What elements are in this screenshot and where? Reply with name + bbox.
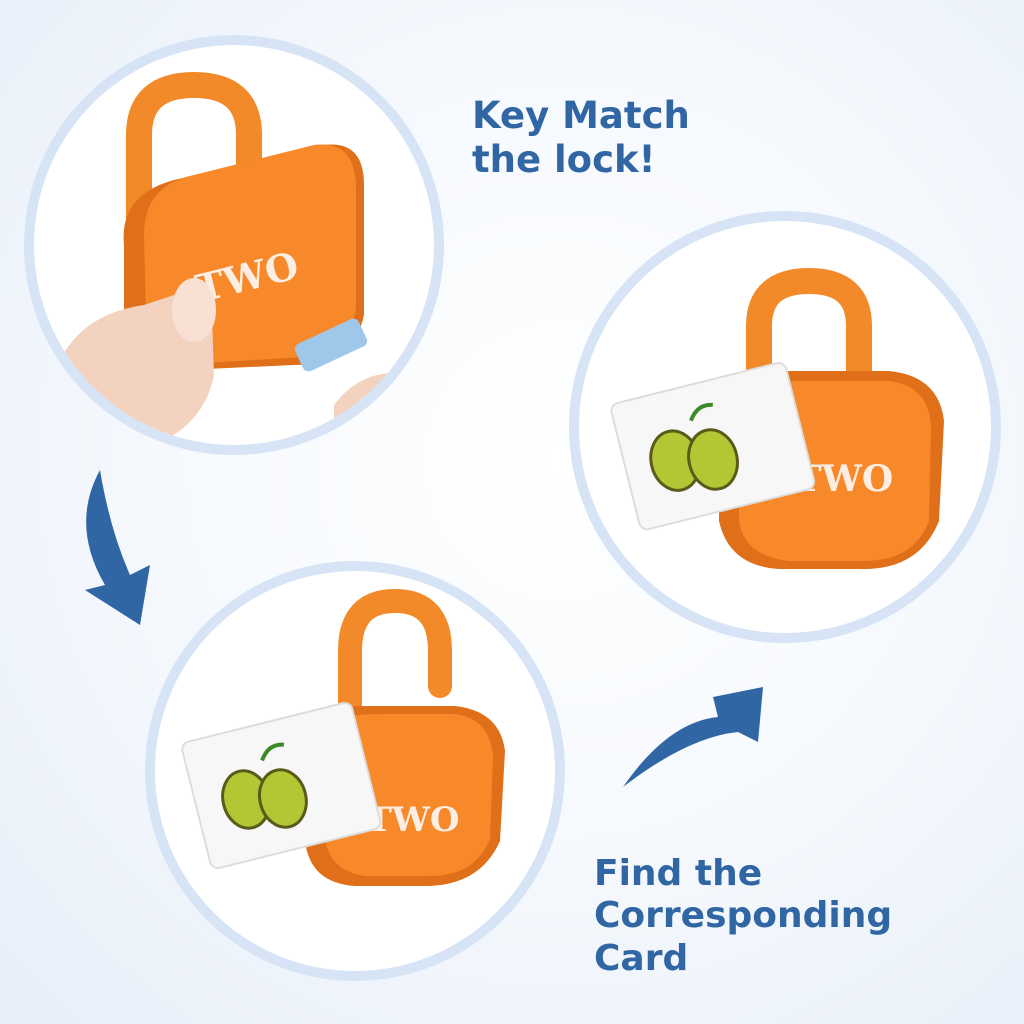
step-open-lock-photo: TWO (155, 571, 555, 971)
left-hand (54, 290, 214, 445)
instruction-key-match: Key Match the lock! (472, 94, 690, 181)
open-lock-card-illustration: TWO (181, 588, 505, 886)
instruction-line: Find the (594, 853, 763, 894)
left-thumb (172, 278, 216, 342)
pear-card-icon (610, 362, 816, 531)
curved-up-arrow-icon (623, 687, 763, 787)
lock-body (325, 714, 493, 876)
lock-shackle (746, 267, 872, 404)
pear-card-icon (181, 702, 382, 870)
instruction-find-card: Find the Corresponding Card (594, 853, 892, 980)
instruction-line: Corresponding (594, 895, 893, 937)
lock-shackle (126, 71, 262, 268)
curved-down-arrow-icon (85, 470, 150, 625)
lock-shackle-open (338, 588, 452, 733)
locked-card-illustration: TWO (610, 267, 944, 570)
lock-label: TWO (366, 800, 459, 840)
key-icon (294, 318, 368, 372)
right-hand (334, 373, 434, 445)
instruction-line: Card (594, 937, 689, 979)
instruction-line: Key Match (472, 94, 690, 137)
step-key-match-photo: TWO (34, 45, 434, 445)
instruction-line: the lock! (472, 137, 656, 181)
closed-lock-with-key-illustration: TWO (54, 71, 434, 445)
step-card-lock-photo: TWO (579, 221, 991, 633)
